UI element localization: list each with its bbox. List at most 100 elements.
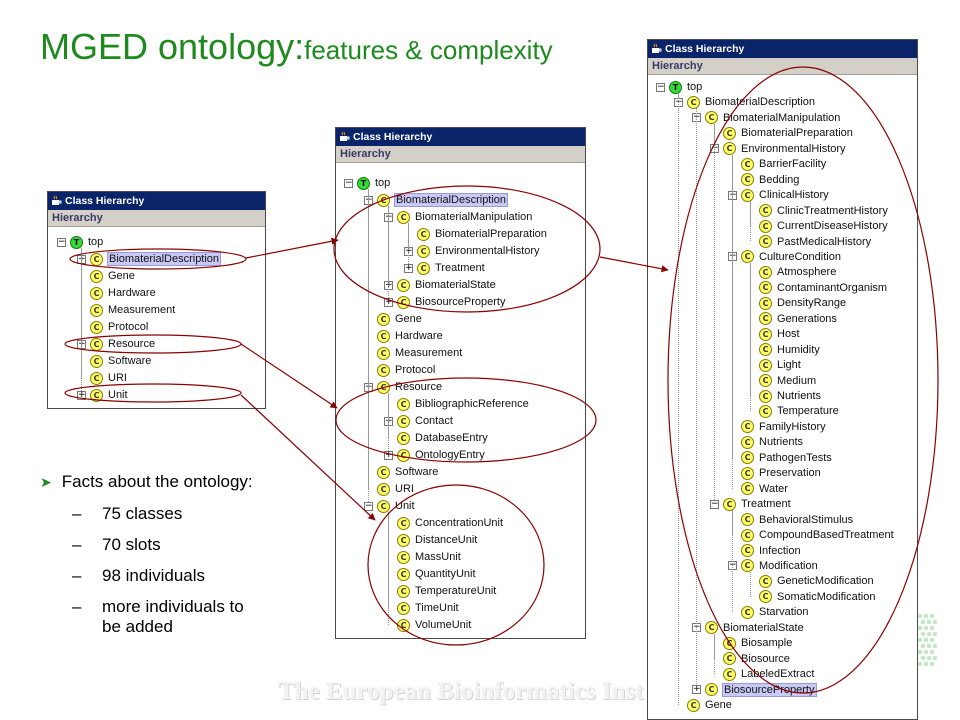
class-icon: C: [741, 466, 754, 480]
tree-node-label: Software: [395, 466, 439, 478]
expand-icon[interactable]: +: [692, 684, 701, 695]
expand-icon[interactable]: +: [384, 449, 393, 460]
collapse-icon[interactable]: −: [344, 177, 353, 188]
class-icon: C: [397, 431, 410, 445]
class-icon: C: [741, 605, 754, 619]
expand-icon[interactable]: +: [404, 262, 413, 273]
tree-node-label: EnvironmentalHistory: [741, 142, 846, 155]
expand-icon[interactable]: +: [77, 389, 86, 400]
collapse-icon[interactable]: −: [656, 81, 665, 92]
collapse-icon[interactable]: −: [364, 500, 373, 511]
class-icon: C: [397, 414, 410, 428]
window-title: Class Hierarchy: [353, 131, 433, 143]
window-titlebar[interactable]: Class Hierarchy: [48, 192, 265, 210]
collapse-icon[interactable]: −: [710, 498, 719, 509]
top-class-icon: T: [669, 80, 682, 94]
window-titlebar[interactable]: Class Hierarchy: [336, 128, 585, 146]
window-titlebar[interactable]: Class Hierarchy: [648, 40, 917, 58]
class-icon: C: [741, 420, 754, 434]
expand-icon[interactable]: +: [384, 296, 393, 307]
class-icon: C: [759, 327, 772, 341]
tree-node-label: Unit: [395, 500, 415, 512]
collapse-icon[interactable]: −: [57, 236, 66, 247]
